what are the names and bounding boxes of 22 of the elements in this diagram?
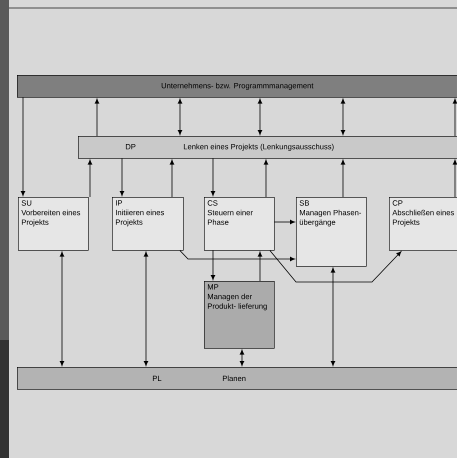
arrow [88, 160, 92, 198]
arrow [210, 158, 216, 196]
arrow [20, 97, 26, 196]
arrow [180, 250, 295, 262]
arrow [94, 98, 100, 136]
arrow [270, 250, 402, 282]
arrow [240, 350, 244, 366]
arrow [178, 98, 182, 135]
arrow [340, 160, 346, 198]
arrow [210, 250, 216, 280]
arrow [274, 220, 295, 224]
arrow [144, 252, 148, 366]
arrow [60, 252, 64, 366]
arrow [120, 158, 124, 196]
arrow [452, 98, 457, 136]
arrow [258, 252, 262, 282]
arrow [340, 98, 346, 135]
arrow [264, 160, 268, 198]
arrow [452, 160, 457, 198]
arrow [258, 98, 262, 135]
arrow [170, 160, 174, 198]
arrow [330, 268, 336, 366]
